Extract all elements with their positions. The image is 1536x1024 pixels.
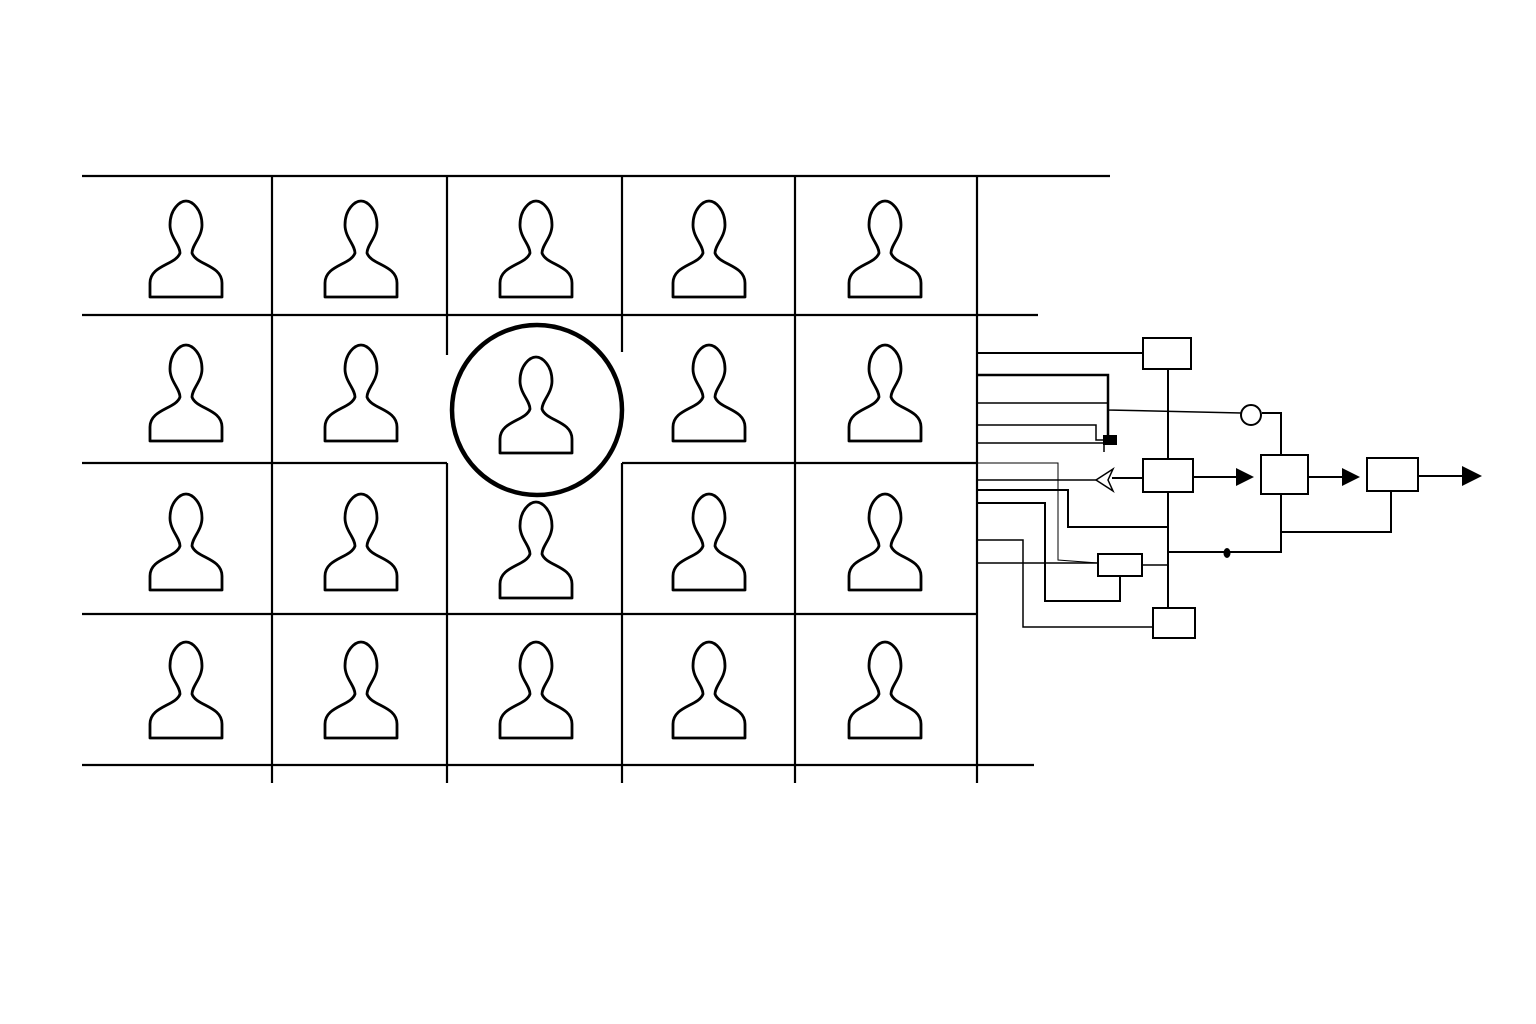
- person-icon: [847, 492, 923, 592]
- wire-lower-right: [1168, 494, 1282, 553]
- circuit-blocks: [1097, 337, 1419, 639]
- person-icon: [148, 199, 224, 299]
- block-small: [1097, 553, 1143, 577]
- wire-node-down: [1262, 412, 1282, 455]
- block-bottom: [1152, 607, 1196, 639]
- person-icon: [148, 492, 224, 592]
- person-icon: [148, 343, 224, 443]
- person-icon: [671, 640, 747, 740]
- person-icon: [323, 199, 399, 299]
- person-icon: [323, 492, 399, 592]
- wire-8: [977, 489, 1168, 528]
- person-icon: [847, 640, 923, 740]
- wire-2: [977, 373, 1110, 435]
- wire-4: [977, 424, 1112, 441]
- block-top: [1142, 337, 1192, 370]
- person-icon: [498, 640, 574, 740]
- person-icon: [498, 199, 574, 299]
- junction-square: [1103, 435, 1117, 445]
- block-output: [1366, 457, 1419, 492]
- node-circle: [1240, 404, 1262, 426]
- wire-3: [977, 402, 1242, 414]
- arrow-output-icon: [1462, 466, 1482, 486]
- block-combiner: [1260, 454, 1309, 495]
- wire-6: [977, 462, 1099, 564]
- person-icon: [671, 199, 747, 299]
- person-icon: [323, 640, 399, 740]
- person-icon: [671, 343, 747, 443]
- wire-9: [977, 502, 1121, 602]
- person-icon: [498, 500, 574, 600]
- circuit-marks: [1094, 404, 1482, 558]
- wire-feedback: [1281, 491, 1392, 533]
- wire-5: [977, 442, 1105, 452]
- junction-dot: [1223, 548, 1231, 558]
- arrow-left-icon: [1094, 466, 1115, 494]
- person-icon: [148, 640, 224, 740]
- person-icon: [323, 343, 399, 443]
- arrow-right-icon: [1236, 468, 1254, 486]
- block-middle: [1142, 458, 1194, 493]
- wire-10: [977, 539, 1153, 628]
- circuit-network: [977, 352, 1466, 628]
- person-icon: [847, 343, 923, 443]
- person-icon: [847, 199, 923, 299]
- person-icon: [671, 492, 747, 592]
- arrow-right-icon: [1342, 468, 1360, 486]
- grid-lines: [82, 174, 1110, 783]
